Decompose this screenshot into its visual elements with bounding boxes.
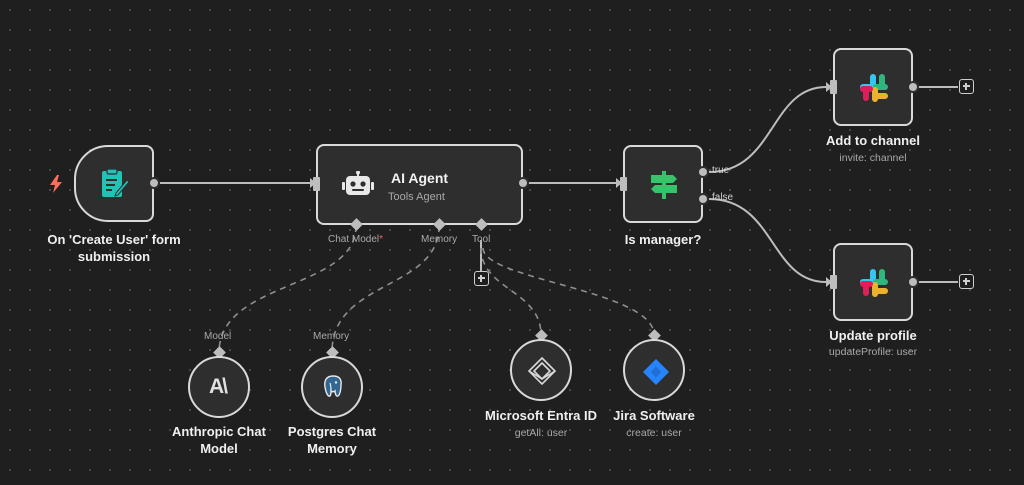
- model-label: Anthropic Chat Model: [172, 424, 266, 456]
- memory-output-port-label: Memory: [313, 331, 350, 342]
- edge-if-add: [708, 86, 827, 173]
- anthropic-model-node[interactable]: A\: [188, 356, 250, 418]
- true-branch-label: true: [712, 165, 730, 176]
- agent-output-handle[interactable]: [517, 177, 529, 189]
- entra-tool-node[interactable]: [510, 339, 572, 401]
- slack-update-output-handle[interactable]: [907, 276, 919, 288]
- edge-if-update: [708, 198, 827, 283]
- jira-tool-node[interactable]: [623, 339, 685, 401]
- agent-input-port[interactable]: [313, 177, 320, 191]
- slack-add-input-port[interactable]: [830, 80, 837, 94]
- slack-add-node[interactable]: [833, 48, 913, 126]
- entra-icon: [527, 356, 557, 391]
- slack-icon: [859, 268, 889, 303]
- if-true-handle[interactable]: [697, 166, 709, 178]
- slack-icon: [859, 73, 889, 108]
- postgres-memory-node[interactable]: [301, 356, 363, 418]
- add-after-slack-add-button[interactable]: [959, 79, 974, 94]
- trigger-label: On 'Create User' form submission: [47, 232, 181, 264]
- if-input-port[interactable]: [620, 177, 627, 191]
- chat-model-port-label: Chat Model*: [328, 234, 384, 245]
- jira-label: Jira Software: [613, 408, 695, 423]
- jira-subtitle: create: user: [626, 427, 682, 439]
- false-branch-label: false: [712, 192, 734, 203]
- entra-subtitle: getAll: user: [514, 427, 568, 439]
- edge-entra-agent: [480, 247, 542, 336]
- robot-icon: [342, 170, 374, 204]
- slack-add-output-handle[interactable]: [907, 81, 919, 93]
- trigger-output-handle[interactable]: [148, 177, 160, 189]
- edge-jira-agent: [482, 247, 655, 336]
- slack-add-subtitle: invite: channel: [839, 152, 907, 164]
- anthropic-icon: A\: [209, 375, 228, 398]
- if-label: Is manager?: [624, 232, 702, 247]
- if-node[interactable]: [623, 145, 703, 223]
- postgres-icon: [321, 374, 345, 405]
- memory-node-label: Postgres Chat Memory: [287, 424, 377, 456]
- memory-port-label: Memory: [421, 234, 458, 245]
- model-port-label: Model: [204, 331, 232, 342]
- add-tool-button[interactable]: [474, 271, 489, 286]
- slack-update-label: Update profile: [829, 328, 917, 343]
- form-icon: [100, 168, 130, 205]
- agent-subtitle: Tools Agent: [388, 191, 445, 203]
- jira-icon: [641, 357, 671, 392]
- form-trigger-node[interactable]: [74, 145, 154, 222]
- lightning-icon: [48, 174, 64, 199]
- slack-update-subtitle: updateProfile: user: [828, 346, 918, 358]
- slack-update-node[interactable]: [833, 243, 913, 321]
- if-false-handle[interactable]: [697, 193, 709, 205]
- slack-add-label: Add to channel: [826, 133, 920, 148]
- edge-model-agent: [218, 225, 357, 353]
- agent-title: AI Agent: [391, 170, 449, 186]
- tool-port-label: Tool: [472, 234, 491, 245]
- slack-update-input-port[interactable]: [830, 275, 837, 289]
- signpost-icon: [648, 169, 680, 206]
- add-after-slack-update-button[interactable]: [959, 274, 974, 289]
- ai-agent-node[interactable]: AI Agent Tools Agent: [316, 144, 523, 225]
- entra-label: Microsoft Entra ID: [485, 408, 597, 423]
